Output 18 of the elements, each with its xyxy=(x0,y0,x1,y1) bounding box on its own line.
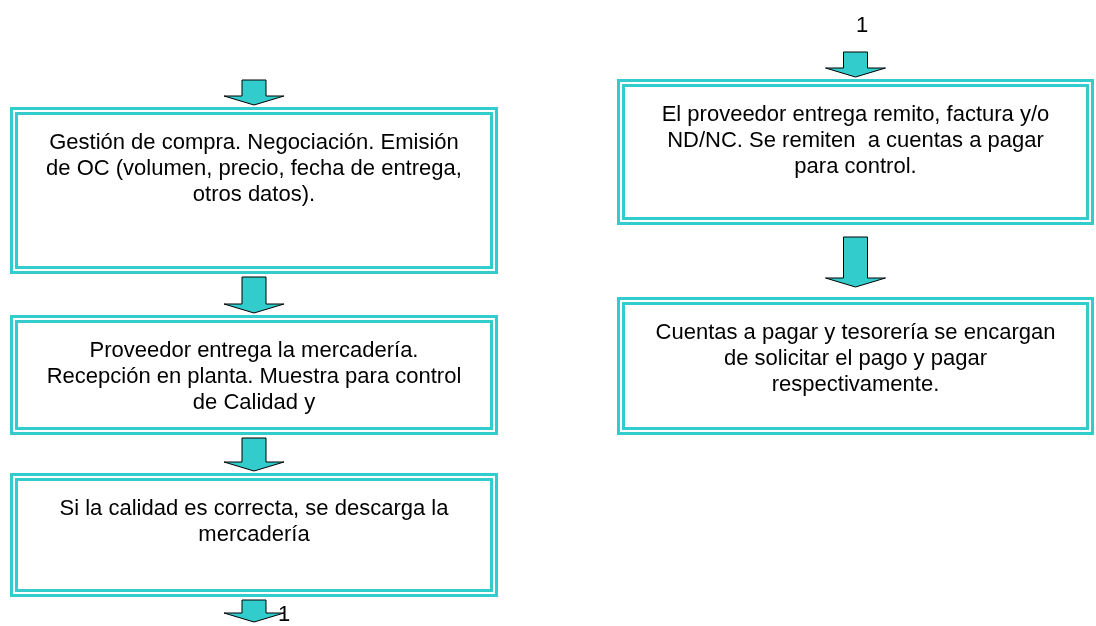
process-box xyxy=(617,297,1094,435)
connector-number: 1 xyxy=(278,603,291,625)
process-box xyxy=(10,315,498,435)
block-arrow xyxy=(223,276,285,314)
step-text: Si la calidad es correcta, se descarga la mercadería xyxy=(58,495,450,547)
block-arrow xyxy=(223,437,285,472)
process-box xyxy=(10,473,498,597)
block-arrow xyxy=(825,236,886,288)
block-arrow xyxy=(825,51,886,78)
step-text: Proveedor entrega la mercadería. Recepción en planta. Muestra para control de Calidad y xyxy=(45,337,463,415)
process-box xyxy=(617,79,1094,225)
step-text: Gestión de compra. Negociación. Emisión de OC (volumen, precio, fecha de entrega, otros datos). xyxy=(45,129,463,207)
block-arrow xyxy=(223,599,285,623)
connector-number: 1 xyxy=(856,14,869,36)
process-box xyxy=(10,107,498,274)
step-text: Cuentas a pagar y tesorería se encargan de solicitar el pago y pagar respectivamente. xyxy=(654,319,1057,397)
block-arrow xyxy=(223,79,285,106)
step-text: El proveedor entrega remito, factura y/o ND/NC. Se remiten a cuentas a pagar para control. xyxy=(660,101,1051,179)
